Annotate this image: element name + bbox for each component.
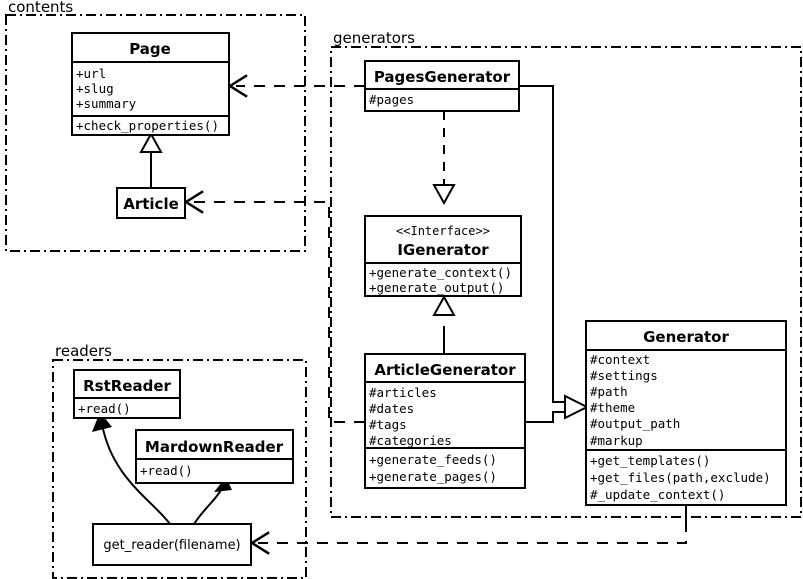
class-page[interactable]: Page +url +slug +summary +check_properti…: [71, 32, 230, 136]
relation-articlegenerator-inherits-igenerator: [432, 294, 456, 354]
class-generator-operation: +get_files(path,exclude): [590, 470, 771, 485]
package-readers-label: readers: [55, 342, 112, 360]
class-article-generator[interactable]: ArticleGenerator #articles #dates #tags …: [364, 353, 526, 489]
package-contents-frame: [5, 14, 306, 252]
relation-articlegenerator-to-generator: [525, 394, 590, 423]
class-article-generator-title: ArticleGenerator: [374, 361, 516, 379]
class-rst-reader-operation: +read(): [78, 401, 131, 416]
class-article-box[interactable]: [116, 187, 186, 219]
class-page-attribute: +url: [76, 66, 106, 81]
class-rst-reader[interactable]: RstReader +read(): [73, 369, 181, 419]
package-contents: contents: [5, 0, 306, 252]
class-igenerator-title: IGenerator: [397, 241, 489, 259]
function-get-reader[interactable]: get_reader(filename): [92, 523, 252, 566]
package-contents-label: contents: [8, 0, 73, 16]
dependency-line-article: [192, 201, 365, 423]
relation-getreader-returns-rstreader: [92, 412, 171, 525]
class-article-title: Article: [123, 195, 179, 213]
class-igenerator-operation: +generate_output(): [369, 280, 504, 295]
realization-arrowhead: [432, 184, 456, 206]
class-mardown-reader-title: MardownReader: [145, 438, 284, 456]
usage-curve-rst: [101, 423, 171, 525]
class-igenerator-box[interactable]: [364, 215, 522, 297]
class-rst-reader-box[interactable]: [73, 369, 181, 419]
class-igenerator-operation: +generate_context(): [369, 265, 512, 280]
relation-pagesgenerator-to-generator: [519, 85, 565, 403]
class-generator[interactable]: Generator #context #settings #path #them…: [585, 320, 787, 506]
class-page-attribute: +summary: [76, 96, 137, 111]
class-pages-generator-attribute: #pages: [369, 92, 414, 107]
class-pages-generator-title: PagesGenerator: [374, 68, 511, 86]
class-article-generator-attribute: #articles: [369, 385, 437, 400]
class-article[interactable]: Article: [116, 187, 186, 219]
aggregation-arrowhead: [564, 394, 590, 420]
package-readers: readers: [52, 342, 307, 579]
package-generators-frame: [330, 46, 802, 518]
class-mardown-reader[interactable]: MardownReader +read(): [135, 429, 294, 484]
class-article-generator-operation: +generate_feeds(): [369, 452, 497, 467]
class-article-generator-attribute: #categories: [369, 433, 452, 448]
class-generator-attribute: #settings: [590, 368, 658, 383]
class-page-title: Page: [129, 40, 171, 58]
class-article-generator-operation: +generate_pages(): [369, 469, 497, 484]
class-mardown-reader-box[interactable]: [135, 429, 294, 484]
aggregation-path-article: [525, 411, 565, 423]
class-article-generator-attribute: #tags: [369, 417, 407, 432]
function-get-reader-box[interactable]: [92, 523, 252, 566]
class-article-generator-box[interactable]: [364, 353, 526, 489]
class-generator-attribute: #theme: [590, 400, 635, 415]
class-page-attribute: +slug: [76, 81, 114, 96]
class-generator-attribute: #markup: [590, 433, 643, 448]
class-generator-attribute: #output_path: [590, 416, 680, 431]
class-page-box[interactable]: [71, 32, 230, 136]
class-pages-generator-box[interactable]: [364, 60, 520, 112]
relation-pagesgenerator-realizes-igenerator: [432, 111, 456, 206]
class-igenerator[interactable]: <<Interface>> IGenerator +generate_conte…: [364, 215, 522, 297]
package-generators-label: generators: [333, 29, 415, 47]
class-mardown-reader-operation: +read(): [140, 463, 193, 478]
function-get-reader-label: get_reader(filename): [103, 538, 240, 553]
class-igenerator-stereotype: <<Interface>>: [396, 224, 490, 238]
class-page-operation: +check_properties(): [76, 118, 219, 133]
package-readers-frame: [52, 359, 307, 579]
package-generators: generators: [330, 29, 802, 518]
class-generator-attribute: #context: [590, 352, 650, 367]
generalization-arrowhead-2: [432, 294, 456, 316]
usage-arrowhead-rst: [92, 412, 112, 432]
class-generator-attribute: #path: [590, 384, 628, 399]
class-generator-operation: +get_templates(): [590, 453, 710, 468]
class-rst-reader-title: RstReader: [83, 377, 171, 395]
relation-article-inherits-page: [139, 131, 163, 188]
class-generator-box[interactable]: [585, 320, 787, 506]
aggregation-path-pages: [519, 85, 565, 403]
class-generator-operation: #_update_context(): [590, 487, 725, 502]
class-generator-title: Generator: [643, 328, 729, 346]
generalization-arrowhead: [139, 131, 163, 153]
class-article-generator-attribute: #dates: [369, 401, 414, 416]
dependency-line-getreader: [258, 521, 687, 544]
class-pages-generator[interactable]: PagesGenerator #pages: [364, 60, 520, 112]
